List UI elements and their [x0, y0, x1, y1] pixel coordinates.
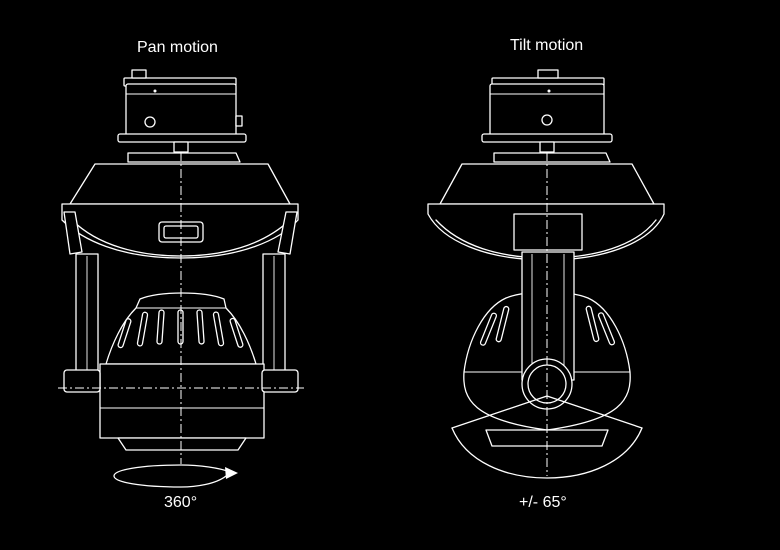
- pan-mount-base: [117, 69, 247, 143]
- tilt-motion-title: Tilt motion: [510, 37, 584, 54]
- pan-motion-title: Pan motion: [137, 39, 218, 56]
- pan-vent-slots: [117, 309, 244, 349]
- pan-rotation-arrow: [113, 464, 238, 488]
- tilt-mount-base: [481, 69, 613, 143]
- pan-yoke-housing: [61, 152, 299, 259]
- pan-angle-label: 360°: [164, 494, 198, 511]
- pan-shaft: [173, 141, 189, 153]
- tilt-shaft: [539, 141, 555, 153]
- tilt-fixture-drawing: [427, 69, 665, 479]
- tilt-yoke-arm: [513, 213, 583, 410]
- pan-fixture-drawing: [58, 69, 304, 488]
- tilt-angle-label: +/- 65°: [519, 494, 567, 511]
- tilt-vent-slots: [479, 305, 616, 346]
- tilt-range-indicator: [451, 395, 643, 479]
